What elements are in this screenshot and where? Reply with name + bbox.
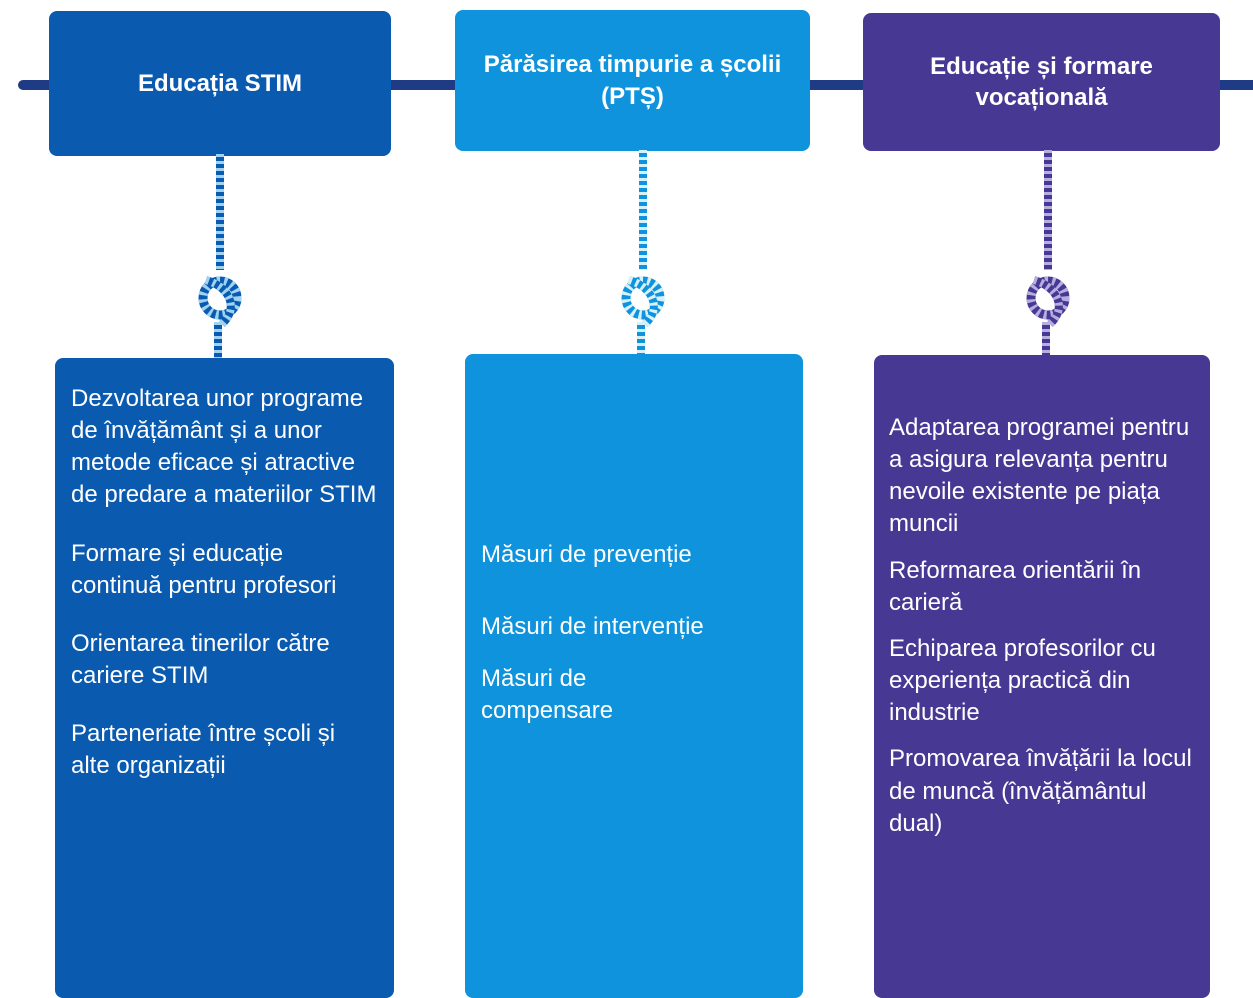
body-stim: Dezvoltarea unor programe de învățământ … bbox=[55, 358, 394, 998]
vet-item: Promovarea învățării la locul de muncă (… bbox=[889, 745, 1192, 837]
pts-item: Măsuri de intervenție bbox=[481, 613, 704, 641]
rope-knot-icon-pts bbox=[621, 150, 665, 362]
header-stim: Educația STIM bbox=[49, 11, 391, 156]
header-pts-label: Părăsirea timpurie a școlii (PTȘ) bbox=[483, 51, 795, 110]
stim-item: Orientarea tinerilor către cariere STIM bbox=[71, 629, 330, 690]
header-pts: Părăsirea timpurie a școlii (PTȘ) bbox=[455, 10, 810, 151]
body-pts: Măsuri de prevenție Măsuri de intervenți… bbox=[465, 354, 803, 998]
stim-item: Formare și educație continuă pentru prof… bbox=[71, 539, 337, 599]
vet-item: Reformarea orientării în carieră bbox=[889, 556, 1142, 616]
vet-item: Adaptarea programei pentru a asigura rel… bbox=[889, 414, 1190, 538]
header-vet-label: Educație și formare vocațională bbox=[930, 52, 1153, 111]
rope-knot-icon-vet bbox=[1026, 150, 1070, 362]
rope-knot-icon-stim bbox=[198, 154, 242, 362]
body-vet: Adaptarea programei pentru a asigura rel… bbox=[874, 355, 1210, 998]
header-stim-label: Educația STIM bbox=[137, 69, 303, 97]
pts-item: Măsuri de prevenție bbox=[481, 541, 692, 568]
vet-item: Echiparea profesorilor cu experiența pra… bbox=[889, 634, 1156, 727]
header-vet: Educație și formare vocațională bbox=[863, 13, 1220, 151]
stim-item: Dezvoltarea unor programe de învățământ … bbox=[71, 385, 377, 509]
stim-item: Parteneriate între școli și alte organiz… bbox=[71, 720, 336, 780]
pts-item: Măsuri de compensare bbox=[481, 665, 614, 725]
